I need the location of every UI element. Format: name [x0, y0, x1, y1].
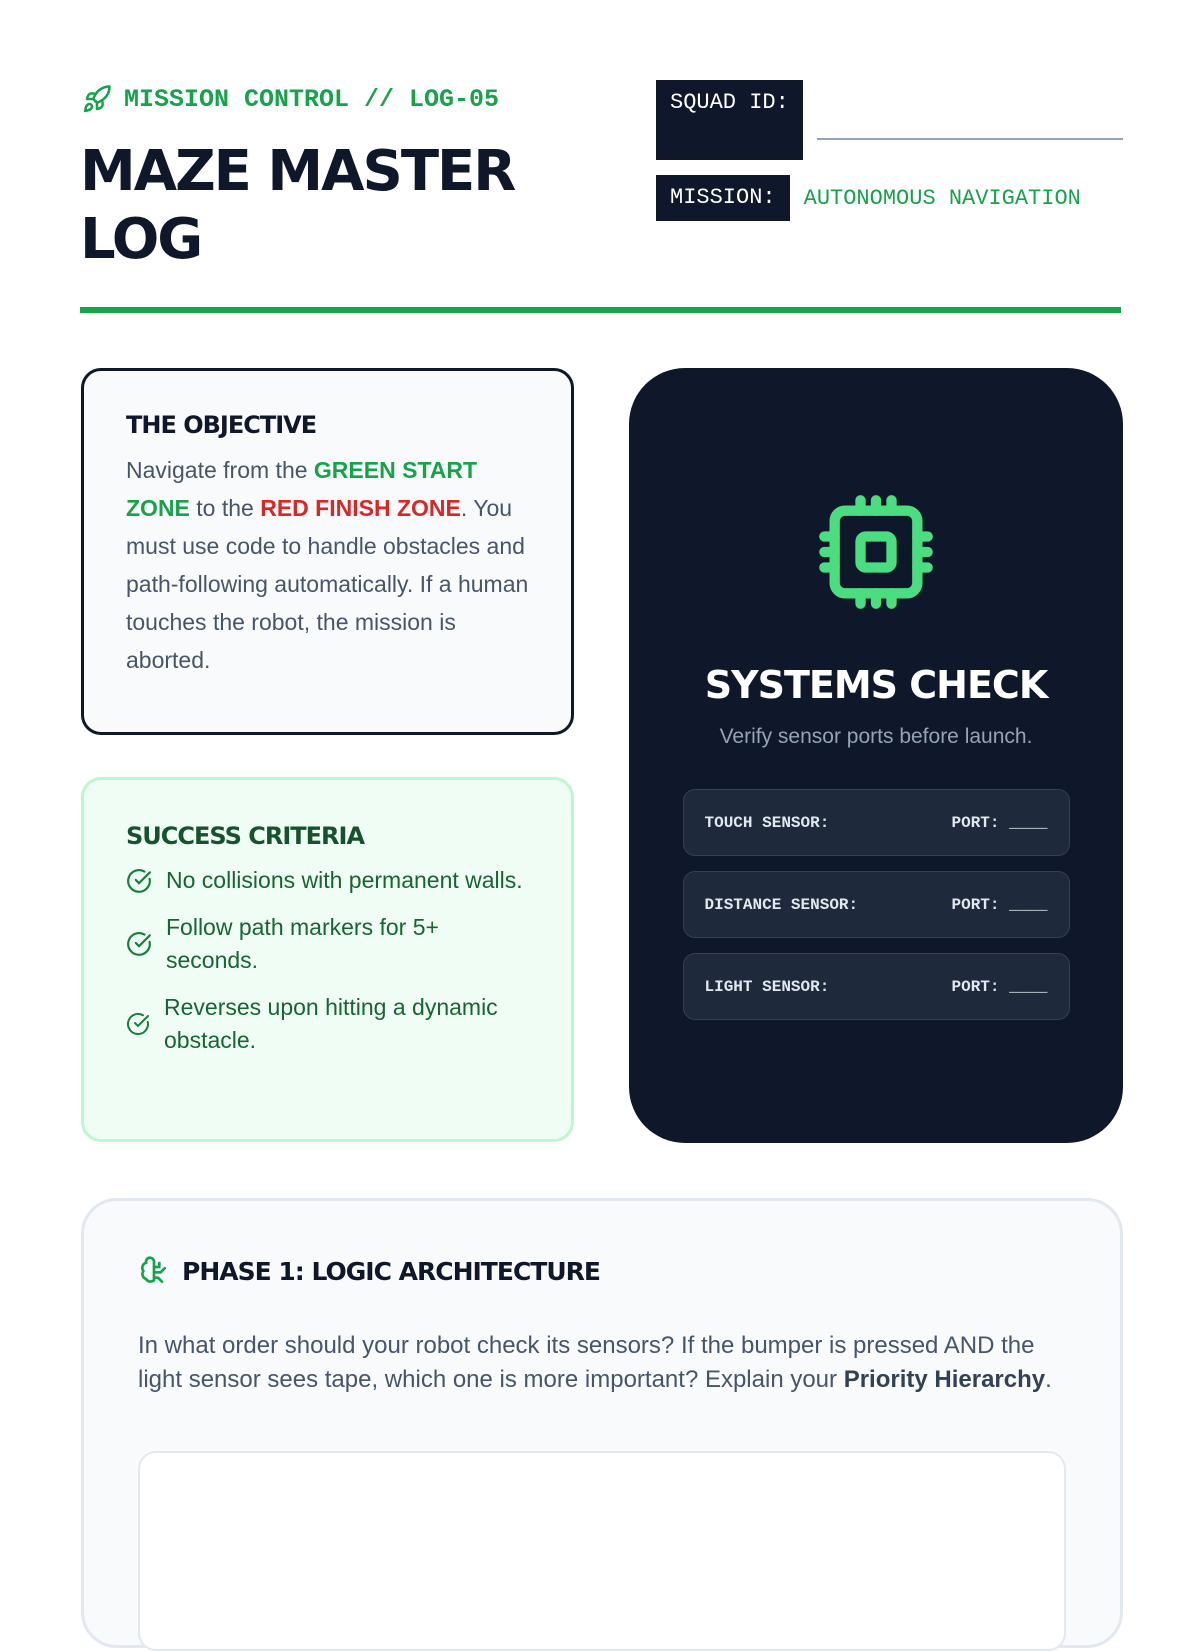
- criteria-item: Reverses upon hitting a dynamic obstacle…: [126, 991, 529, 1057]
- phase-1-card: PHASE 1: LOGIC ARCHITECTURE In what orde…: [81, 1198, 1123, 1651]
- mission-value: AUTONOMOUS NAVIGATION: [803, 185, 1081, 211]
- mission-label: MISSION:: [656, 175, 790, 221]
- port-input[interactable]: PORT: ____: [951, 813, 1048, 832]
- mission-field: MISSION: AUTONOMOUS NAVIGATION: [656, 175, 1081, 221]
- success-criteria-card: SUCCESS CRITERIA No collisions with perm…: [81, 777, 574, 1142]
- systems-subtitle: Verify sensor ports before launch.: [719, 725, 1033, 748]
- criteria-item: Follow path markers for 5+ seconds.: [126, 911, 529, 977]
- systems-title: SYSTEMS CHECK: [704, 663, 1049, 707]
- squad-id-field: SQUAD ID:: [656, 80, 1123, 160]
- check-circle-icon: [127, 1012, 149, 1035]
- objective-text: Navigate from the GREEN START ZONE to th…: [126, 457, 529, 673]
- port-input[interactable]: PORT: ____: [951, 895, 1048, 914]
- squad-id-label: SQUAD ID:: [656, 80, 803, 160]
- rocket-icon: [83, 85, 111, 113]
- squad-id-input[interactable]: [817, 138, 1123, 140]
- objective-title: THE OBJECTIVE: [126, 411, 317, 439]
- port-input[interactable]: PORT: ____: [951, 977, 1048, 996]
- cpu-chip-icon: [819, 495, 933, 609]
- phase-1-answer-box[interactable]: [138, 1451, 1066, 1651]
- kicker-text: MISSION CONTROL // LOG-05: [124, 84, 500, 114]
- objective-card: THE OBJECTIVE Navigate from the GREEN ST…: [81, 368, 574, 735]
- header-divider: [80, 307, 1121, 313]
- page-title: MAZE MASTER LOG: [80, 139, 516, 272]
- phase-1-title: PHASE 1: LOGIC ARCHITECTURE: [182, 1256, 601, 1286]
- systems-check-card: SYSTEMS CHECK Verify sensor ports before…: [629, 368, 1123, 1143]
- success-title: SUCCESS CRITERIA: [126, 822, 365, 850]
- brain-icon: [140, 1256, 166, 1283]
- red-zone: RED FINISH ZONE: [260, 495, 461, 521]
- criteria-item: No collisions with permanent walls.: [126, 864, 529, 897]
- check-circle-icon: [127, 932, 151, 956]
- sensor-row-light: LIGHT SENSOR:PORT: ____: [682, 953, 1070, 1020]
- green-zone: GREEN START ZONE: [126, 457, 478, 521]
- sensor-row-touch: TOUCH SENSOR:PORT: ____: [682, 789, 1070, 856]
- check-circle-icon: [127, 868, 151, 893]
- header-kicker: MISSION CONTROL // LOG-05: [82, 84, 499, 114]
- sensor-row-distance: DISTANCE SENSOR:PORT: ____: [682, 871, 1070, 938]
- phase-1-question: In what order should your robot check it…: [138, 1332, 1052, 1393]
